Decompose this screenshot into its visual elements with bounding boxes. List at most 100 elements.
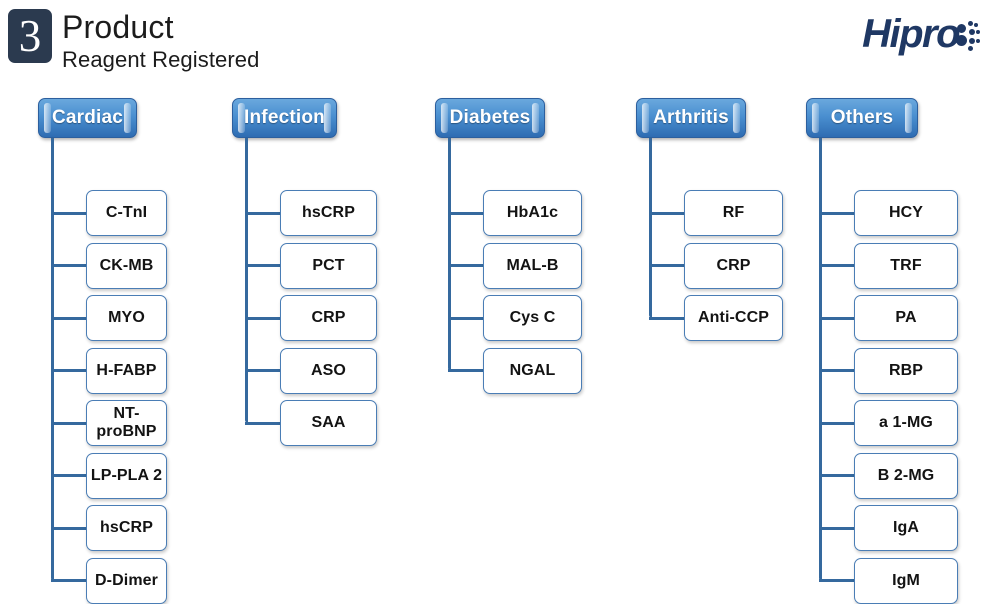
connector-trunk: [819, 138, 822, 581]
product-item-label: PCT: [312, 256, 345, 274]
product-item-label: Anti-CCP: [697, 309, 769, 326]
connector-branch: [819, 474, 854, 477]
connector-branch: [51, 211, 86, 215]
product-item-label: TRF: [890, 256, 922, 274]
product-item-label: hsCRP: [302, 204, 355, 221]
product-item-label: H-FABP: [96, 361, 157, 379]
product-item-box[interactable]: PA: [854, 295, 958, 341]
product-item-label: RBP: [888, 361, 924, 379]
product-item-box[interactable]: HCY: [854, 190, 958, 236]
category-header-cardiac[interactable]: Cardiac: [38, 98, 137, 138]
product-item-box[interactable]: CRP: [280, 295, 377, 341]
product-item-label: PA: [895, 309, 917, 326]
connector-branch: [51, 316, 86, 320]
connector-branch: [819, 211, 854, 215]
product-item-label: CRP: [311, 309, 346, 326]
product-item-label: CK-MB: [99, 256, 154, 274]
connector-branch: [819, 316, 854, 320]
product-item-box[interactable]: RBP: [854, 347, 958, 394]
product-item-label: Cys C: [509, 309, 556, 326]
category-column-infection: Infection hsCRP PCT CRP ASO SAA: [232, 98, 377, 446]
product-item-box[interactable]: hsCRP: [280, 190, 377, 236]
section-number-badge: 3: [8, 9, 52, 63]
product-item-label: RF: [722, 204, 745, 221]
product-item-label: MAL-B: [506, 256, 559, 274]
connector-branch: [51, 369, 86, 372]
product-item-label: CRP: [716, 256, 751, 274]
product-item-label: NT- proBNP: [96, 405, 157, 440]
brand-logo: Hipro: [862, 12, 982, 56]
connector-trunk: [51, 138, 54, 581]
product-item-label: HCY: [888, 204, 924, 221]
product-item-box[interactable]: HbA1c: [483, 190, 582, 236]
product-item-label: IgA: [892, 519, 920, 536]
category-header-label: Diabetes: [449, 107, 531, 128]
category-header-infection[interactable]: Infection: [232, 98, 337, 138]
product-item-box[interactable]: CRP: [684, 242, 783, 289]
dot-cluster-icon: [956, 21, 982, 51]
product-item-label: NGAL: [509, 361, 556, 379]
connector-branch: [245, 421, 280, 425]
connector-trunk: [649, 138, 652, 318]
product-item-box[interactable]: C-TnI: [86, 190, 167, 236]
product-item-box[interactable]: IgA: [854, 505, 958, 551]
connector-branch: [649, 316, 684, 320]
connector-trunk: [448, 138, 451, 371]
slide-header: 3 Product Reagent Registered Hipro: [0, 0, 1000, 90]
category-header-arthritis[interactable]: Arthritis: [636, 98, 746, 138]
product-item-box[interactable]: CK-MB: [86, 242, 167, 289]
product-item-label: SAA: [311, 414, 346, 431]
product-item-box[interactable]: B 2-MG: [854, 452, 958, 499]
product-item-label: C-TnI: [105, 204, 148, 221]
product-item-box[interactable]: hsCRP: [86, 505, 167, 551]
connector-branch: [819, 369, 854, 372]
product-item-box[interactable]: MAL-B: [483, 242, 582, 289]
connector-branch: [51, 421, 86, 425]
connector-branch: [51, 474, 86, 477]
product-item-box[interactable]: Anti-CCP: [684, 295, 783, 341]
connector-branch: [649, 211, 684, 215]
connector-trunk: [245, 138, 248, 423]
connector-branch: [819, 421, 854, 425]
connector-branch: [448, 264, 483, 267]
product-item-box[interactable]: Cys C: [483, 295, 582, 341]
product-item-label: LP-PLA 2: [90, 466, 163, 484]
connector-branch: [51, 264, 86, 267]
connector-branch: [448, 316, 483, 320]
page-subtitle: Reagent Registered: [62, 47, 260, 72]
product-item-box[interactable]: RF: [684, 190, 783, 236]
product-item-box[interactable]: SAA: [280, 400, 377, 446]
title-block: Product Reagent Registered: [62, 8, 259, 74]
logo-wordmark: Hipro: [862, 12, 960, 56]
product-item-box[interactable]: NGAL: [483, 347, 582, 394]
product-item-box[interactable]: ASO: [280, 347, 377, 394]
product-item-box[interactable]: PCT: [280, 242, 377, 289]
product-item-box[interactable]: H-FABP: [86, 347, 167, 394]
connector-branch: [819, 526, 854, 530]
connector-branch: [245, 316, 280, 320]
product-item-box[interactable]: LP-PLA 2: [86, 452, 167, 499]
product-item-label: hsCRP: [100, 519, 153, 536]
connector-branch: [448, 211, 483, 215]
connector-branch: [245, 264, 280, 267]
connector-branch: [51, 526, 86, 530]
connector-branch: [245, 211, 280, 215]
product-item-box[interactable]: MYO: [86, 295, 167, 341]
product-item-box[interactable]: NT- proBNP: [86, 400, 167, 446]
category-header-label: Arthritis: [653, 107, 729, 128]
category-header-label: Infection: [244, 107, 325, 128]
category-header-label: Cardiac: [51, 107, 124, 128]
category-header-label: Others: [830, 107, 894, 128]
product-item-box[interactable]: TRF: [854, 242, 958, 289]
connector-branch: [819, 264, 854, 267]
product-item-box[interactable]: a 1-MG: [854, 400, 958, 446]
category-header-diabetes[interactable]: Diabetes: [435, 98, 545, 138]
connector-branch: [245, 369, 280, 372]
category-header-others[interactable]: Others: [806, 98, 918, 138]
connector-branch: [649, 264, 684, 267]
product-item-label: B 2-MG: [877, 466, 935, 484]
